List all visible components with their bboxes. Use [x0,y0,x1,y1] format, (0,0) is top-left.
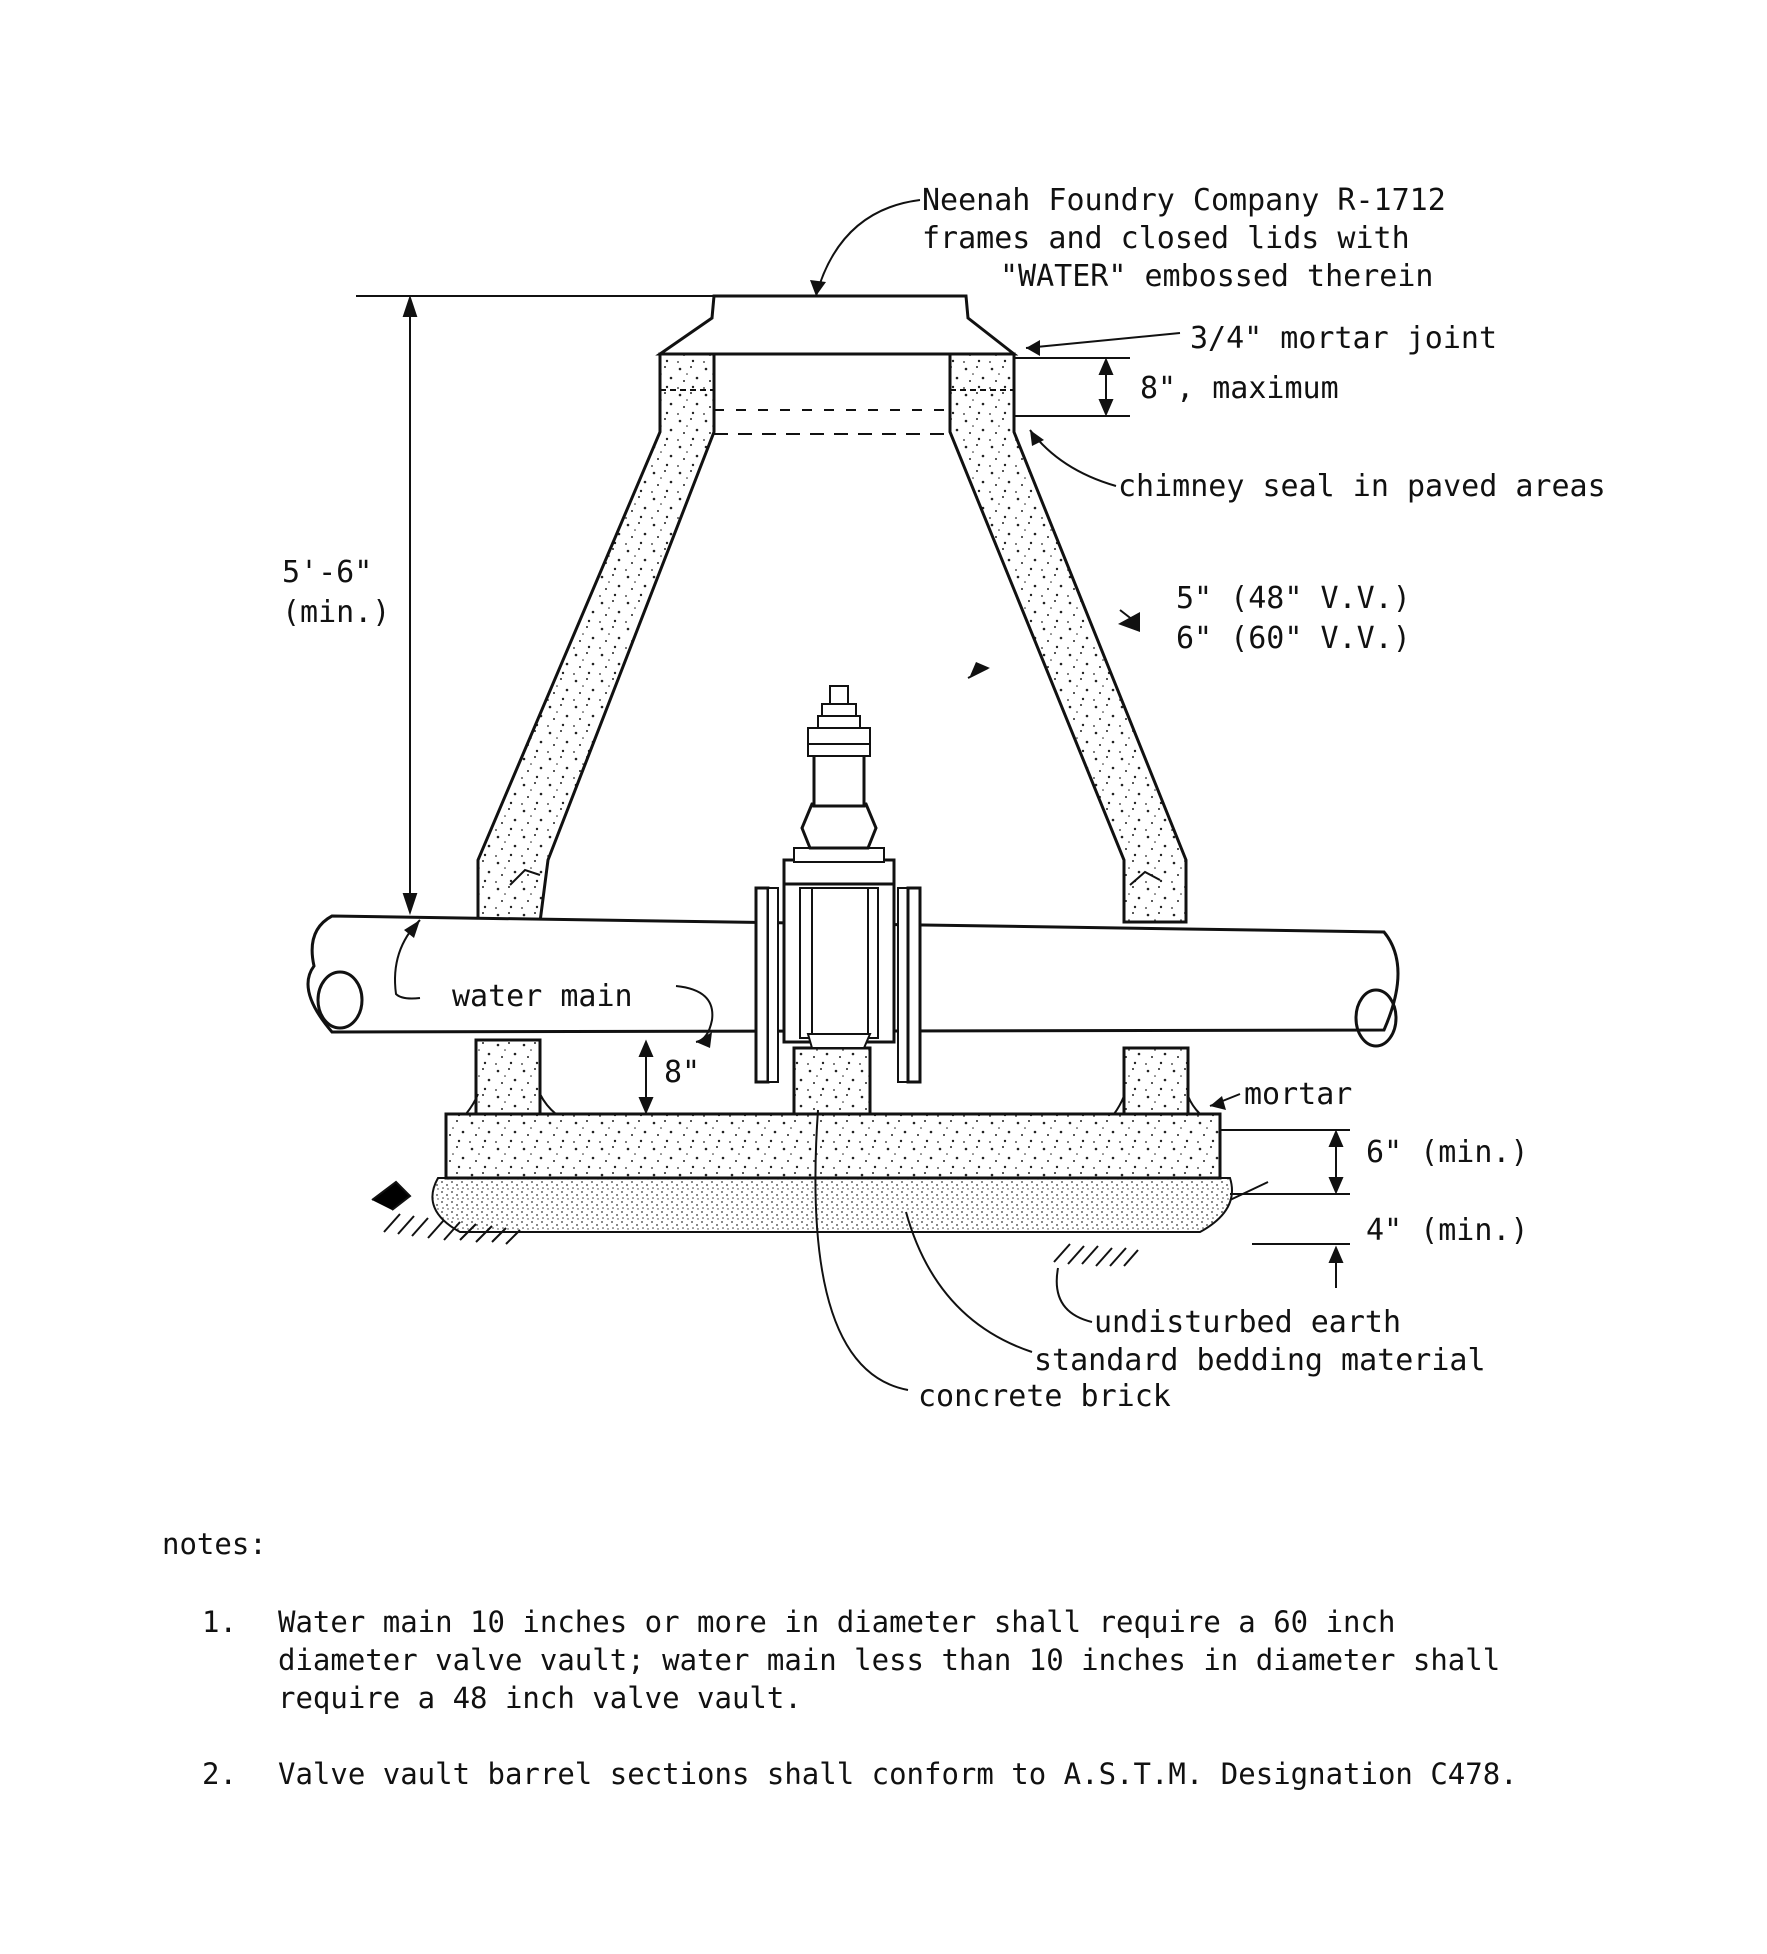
undisturbed-earth-hatch [371,1180,1269,1267]
concrete-brick-label: concrete brick [918,1379,1171,1414]
note-number: 1. [202,1605,237,1639]
mortar-label: mortar [1244,1077,1352,1112]
wall-thickness-60-label: 6" (60" V.V.) [1176,621,1411,656]
frame-label-line3: "WATER" embossed therein [1000,259,1433,294]
note-item: 1. Water main 10 inches or more in diame… [202,1603,1562,1717]
base-slab [444,1112,1222,1180]
wall-thickness-48-label: 5" (48" V.V.) [1176,581,1411,616]
mortar-joint-label: 3/4" mortar joint [1190,321,1497,356]
bedding-4in-label: 4" (min.) [1366,1213,1529,1248]
base-6in-label: 6" (min.) [1366,1135,1529,1170]
gap-8in-dimension [638,1039,654,1115]
chimney-seal-label: chimney seal in paved areas [1118,469,1606,504]
note-item: 2. Valve vault barrel sections shall con… [202,1755,1562,1793]
manhole-frame [655,294,1019,356]
undisturbed-earth-label: undisturbed earth [1094,1305,1401,1340]
support-bricks [465,1038,1201,1116]
leader-arrowheads [404,280,1226,1110]
frame-label-line1: Neenah Foundry Company R-1712 [922,183,1446,218]
bedding-layer [431,1177,1233,1233]
bedding-4in-dimension [1252,1243,1350,1288]
gate-valve [754,685,922,1084]
note-text: Water main 10 inches or more in diameter… [278,1605,1501,1715]
note-text: Valve vault barrel sections shall confor… [278,1757,1518,1791]
notes-heading: notes: [162,1527,267,1561]
max-8in-dimension [1014,357,1130,417]
gap-8in-label: 8" [664,1055,700,1090]
height-dimension [356,294,714,916]
notes-section: notes: 1. Water main 10 inches or more i… [162,1525,1562,1831]
max-8in-label: 8", maximum [1140,371,1339,406]
base-6in-dimension [1220,1129,1350,1195]
note-number: 2. [202,1757,237,1791]
height-label-line2: (min.) [282,595,390,630]
height-label-line1: 5'-6" [282,555,372,590]
water-main-label: water main [452,979,633,1014]
bedding-material-label: standard bedding material [1034,1343,1486,1378]
frame-label-line2: frames and closed lids with [922,221,1410,256]
